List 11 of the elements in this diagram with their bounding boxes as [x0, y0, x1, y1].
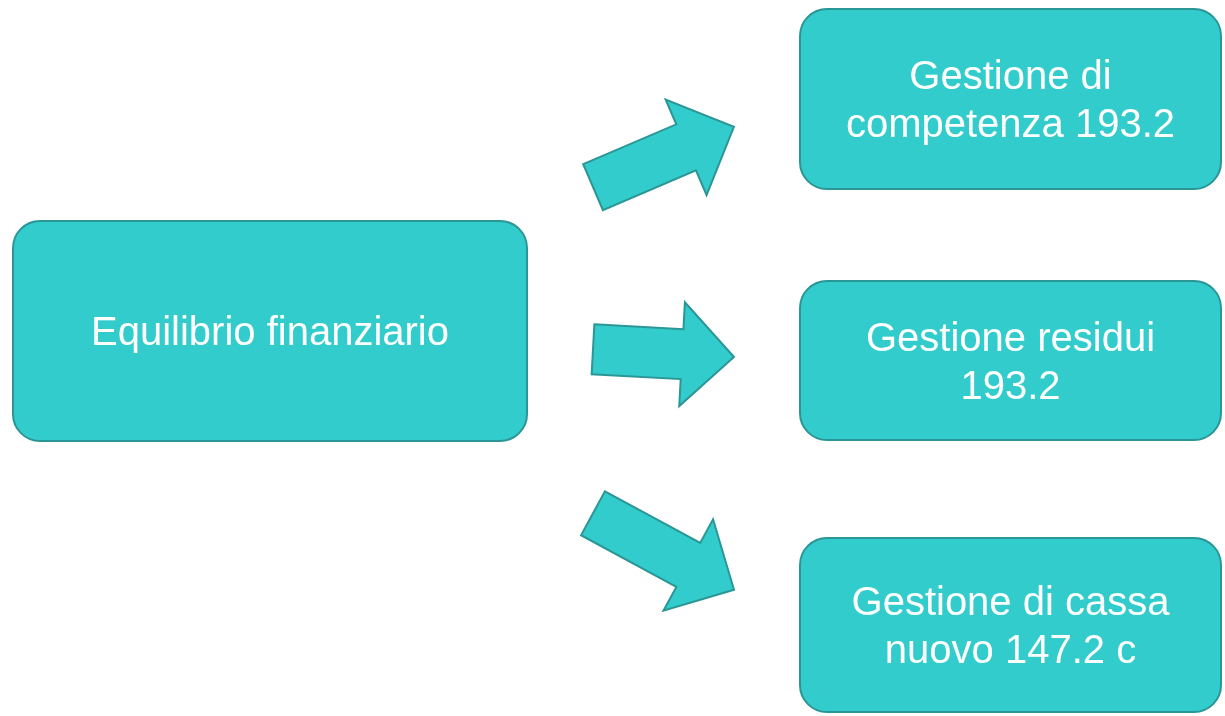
box-label: Gestione residui 193.2	[864, 313, 1156, 409]
block-arrow	[579, 489, 736, 613]
rounded-box	[799, 280, 1222, 441]
block-arrow	[581, 97, 736, 212]
rounded-box	[799, 8, 1222, 190]
block-arrow	[590, 299, 736, 409]
rounded-box	[12, 220, 528, 442]
box-label: Gestione di competenza 193.2	[844, 52, 1177, 147]
box-label: Equilibrio finanziario	[91, 308, 449, 355]
box-label: Gestione di cassa nuovo 147.2 c	[850, 578, 1171, 673]
rounded-box	[799, 537, 1222, 713]
